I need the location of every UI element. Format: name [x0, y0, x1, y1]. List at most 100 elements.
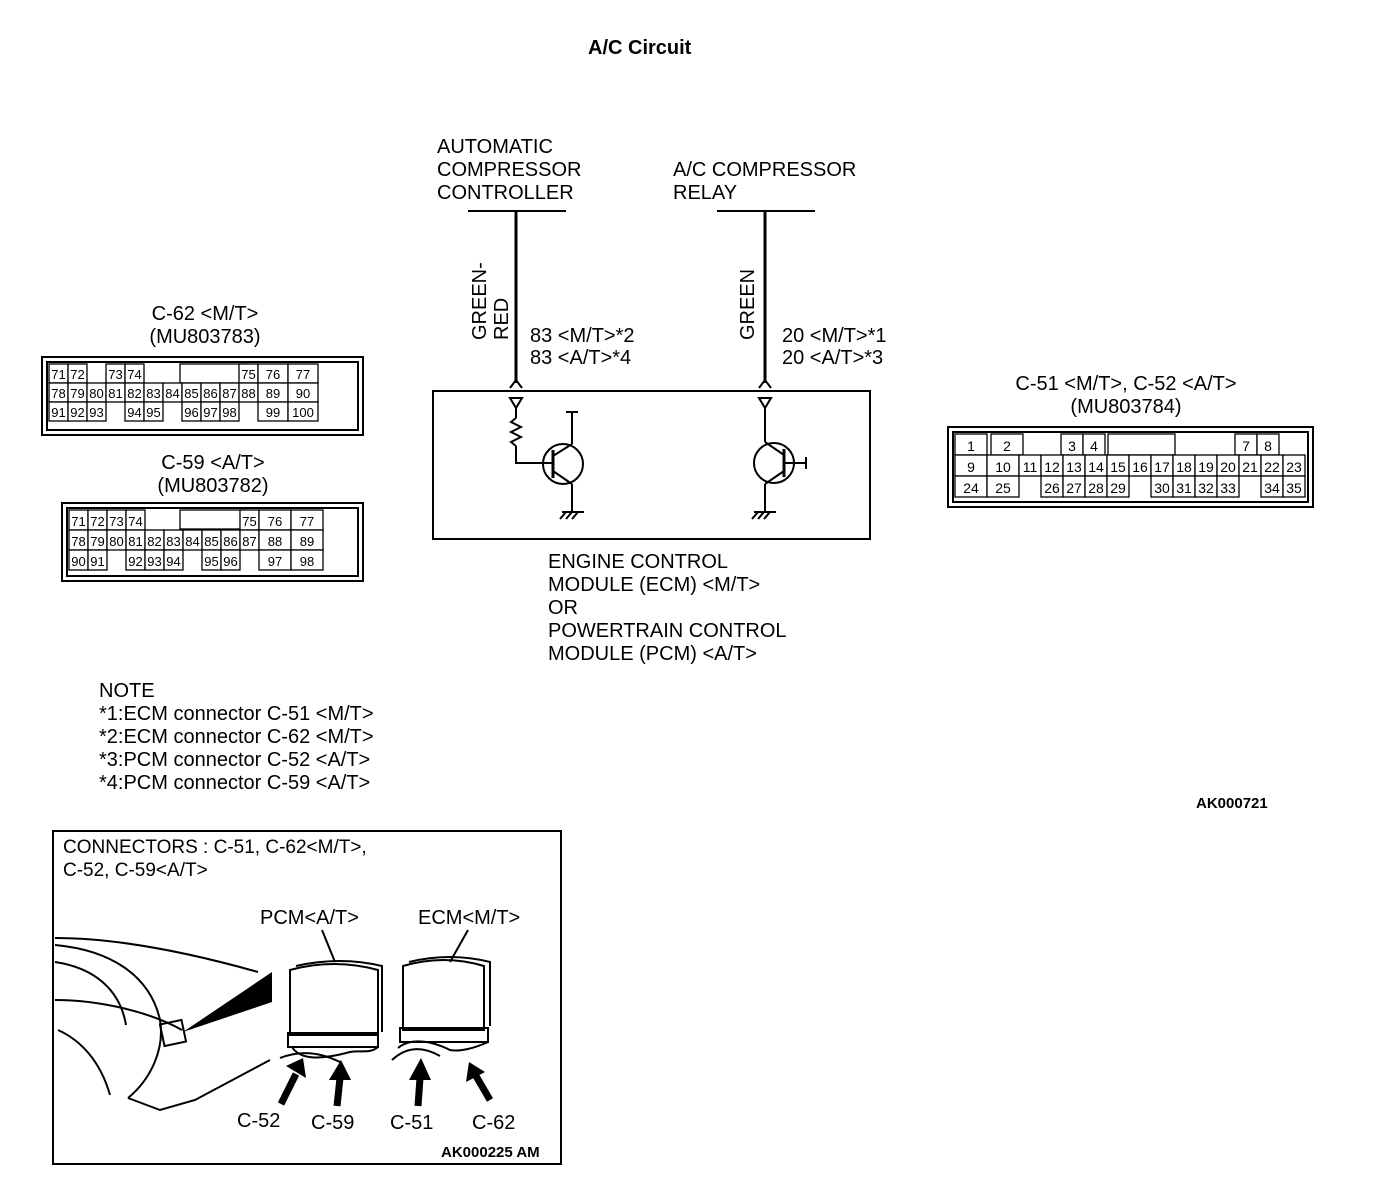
c51-c52-pin-label: 15	[1110, 459, 1126, 475]
inset-title-line-2: C-52, C-59<A/T>	[63, 860, 208, 881]
c59-pin-label: 81	[128, 534, 142, 549]
c62-pin-label: 84	[165, 386, 179, 401]
c59-pin-label: 78	[71, 534, 85, 549]
note-block: NOTE *1:ECM connector C-51 <M/T> *2:ECM …	[99, 680, 374, 794]
acc-label-line-2: COMPRESSOR	[437, 159, 581, 181]
pcm-label: PCM<A/T>	[260, 907, 359, 929]
c51-c52-pin-label: 33	[1220, 480, 1236, 496]
c51-c52-pin-label: 22	[1264, 459, 1280, 475]
c51-c52-pin-label: 4	[1090, 438, 1098, 454]
c59-pin-label: 97	[268, 554, 282, 569]
c51-c52-pin-label: 3	[1068, 438, 1076, 454]
acc-label-line-1: AUTOMATIC	[437, 136, 553, 158]
c59-pin-label: 93	[147, 554, 161, 569]
c62-pin-label: 85	[184, 386, 198, 401]
c59-housing-inner	[66, 507, 359, 577]
c59-pin-label: 77	[300, 514, 314, 529]
c59-pin-label: 86	[223, 534, 237, 549]
c51-c52-title: C-51 <M/T>, C-52 <A/T>	[1015, 373, 1236, 395]
c51-c52-pin-label: 13	[1066, 459, 1082, 475]
connector-location-marker	[158, 1018, 188, 1048]
relay-label-line-2: RELAY	[673, 182, 737, 204]
c51-c52-pin-label: 35	[1286, 480, 1302, 496]
c59-title: C-59 <A/T>	[161, 452, 264, 474]
c51-c52-pin-label: 2	[1003, 438, 1011, 454]
c62-pin-label: 100	[292, 405, 314, 420]
dashboard-icon	[54, 937, 272, 1112]
c51-c52-housing-inner	[952, 431, 1309, 503]
c62-pin-label: 92	[70, 405, 84, 420]
note-line-2: *2:ECM connector C-62 <M/T>	[99, 726, 374, 748]
c51-c52-pin-label: 10	[995, 459, 1011, 475]
c59-pin-label: 73	[109, 514, 123, 529]
c51-c52-pin-label: 21	[1242, 459, 1258, 475]
c59-pin-label: 92	[128, 554, 142, 569]
connector-location-inset: CONNECTORS : C-51, C-62<M/T>, C-52, C-59…	[52, 830, 562, 1165]
c62-pin-label: 93	[89, 405, 103, 420]
c51-c52-pin-label: 27	[1066, 480, 1082, 496]
left-transistor-emitter	[552, 470, 573, 485]
c51-c52-pin-label: 18	[1176, 459, 1192, 475]
c62-housing	[41, 356, 364, 436]
c51-location-label: C-51	[390, 1112, 433, 1134]
relay-label-line-1: A/C COMPRESSOR	[673, 159, 856, 181]
acc-label-line-3: CONTROLLER	[437, 182, 574, 204]
c62-pin-label: 87	[222, 386, 236, 401]
c62-pin-label: 81	[108, 386, 122, 401]
c51-c52-pin-cell	[1282, 475, 1306, 498]
ac-compressor-relay: A/C COMPRESSOR RELAY GREEN 20 <M/T>*1 20…	[673, 159, 887, 389]
c62-pin-label: 79	[70, 386, 84, 401]
left-transistor-collector	[552, 443, 573, 457]
automatic-compressor-controller: AUTOMATIC COMPRESSOR CONTROLLER GREEN- R…	[437, 136, 635, 389]
c51-c52-pin-label: 31	[1176, 480, 1192, 496]
note-heading: NOTE	[99, 680, 155, 702]
module-label-line-1: ENGINE CONTROL	[548, 551, 728, 573]
c62-part-number: (MU803783)	[149, 326, 260, 348]
acc-wire-color-2: RED	[491, 298, 513, 340]
c62-pin-label: 82	[127, 386, 141, 401]
control-module-outline	[432, 390, 871, 540]
c62-pin-label: 90	[296, 386, 310, 401]
c62-pin-label: 78	[51, 386, 65, 401]
c51-c52-pin-label: 25	[995, 480, 1011, 496]
note-line-4: *4:PCM connector C-59 <A/T>	[99, 772, 370, 794]
pcm-housing-edge	[295, 960, 383, 1032]
pointer-wedge	[183, 972, 272, 1032]
c62-pin-label: 73	[108, 367, 122, 382]
c59-part-number: (MU803782)	[157, 475, 268, 497]
c51-c52-pin-cell	[986, 475, 1020, 498]
c62-pin-label: 76	[266, 367, 280, 382]
c51-c52-pin-label: 12	[1044, 459, 1060, 475]
c62-title: C-62 <M/T>	[152, 303, 259, 325]
note-line-1: *1:ECM connector C-51 <M/T>	[99, 703, 374, 725]
c62-pin-cell	[219, 401, 240, 422]
c51-c52-pin-label: 23	[1286, 459, 1302, 475]
ecm-unit: ECM<M/T>	[391, 907, 520, 1061]
c51-c52-pin-label: 19	[1198, 459, 1214, 475]
left-ground-icon	[559, 508, 584, 520]
c62-pin-label: 74	[127, 367, 141, 382]
c59-pin-cell	[87, 549, 108, 571]
ecm-harness	[397, 1040, 489, 1052]
pcm-leader	[321, 929, 336, 963]
resistor-icon	[508, 417, 524, 447]
c59-pin-label: 91	[90, 554, 104, 569]
c62-pin-label: 95	[146, 405, 160, 420]
pcm-housing-icon	[289, 963, 379, 1036]
c51-c52-pin-label: 11	[1023, 459, 1038, 475]
c59-pin-cell	[163, 549, 184, 571]
c62-pin-label: 86	[203, 386, 217, 401]
c62-pin-label: 96	[184, 405, 198, 420]
c59-pin-label: 95	[204, 554, 218, 569]
c59-pin-cell	[290, 549, 324, 571]
c59-pin-label: 87	[242, 534, 256, 549]
c62-key	[179, 363, 249, 384]
c62-housing-inner	[46, 361, 359, 431]
c62-location-label: C-62	[472, 1112, 515, 1134]
c59-housing	[61, 502, 364, 582]
